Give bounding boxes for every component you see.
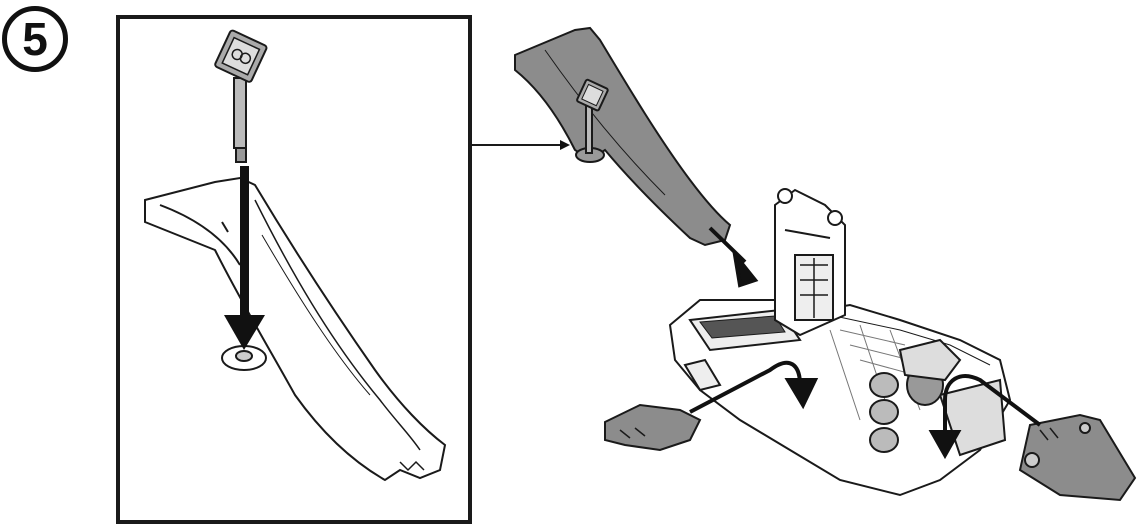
- main-monster-truck: [869, 338, 962, 453]
- inset-sign-post: [214, 29, 268, 163]
- main-left-ramp: [604, 403, 702, 452]
- arrow-right-ramp: [943, 374, 1042, 435]
- tire-sign-icon: [214, 29, 268, 83]
- main-gray-track: [514, 26, 732, 247]
- step-number: 5: [22, 13, 48, 65]
- step-number-badge: 5: [2, 6, 68, 72]
- main-right-ramp: [1018, 413, 1137, 502]
- main-assembly-arrows: [689, 226, 1042, 460]
- main-garage-tower: [774, 188, 846, 337]
- inset-insert-arrow: [224, 166, 265, 350]
- inset-track-ramp: [144, 176, 447, 482]
- arrow-track-to-tower: [708, 226, 747, 264]
